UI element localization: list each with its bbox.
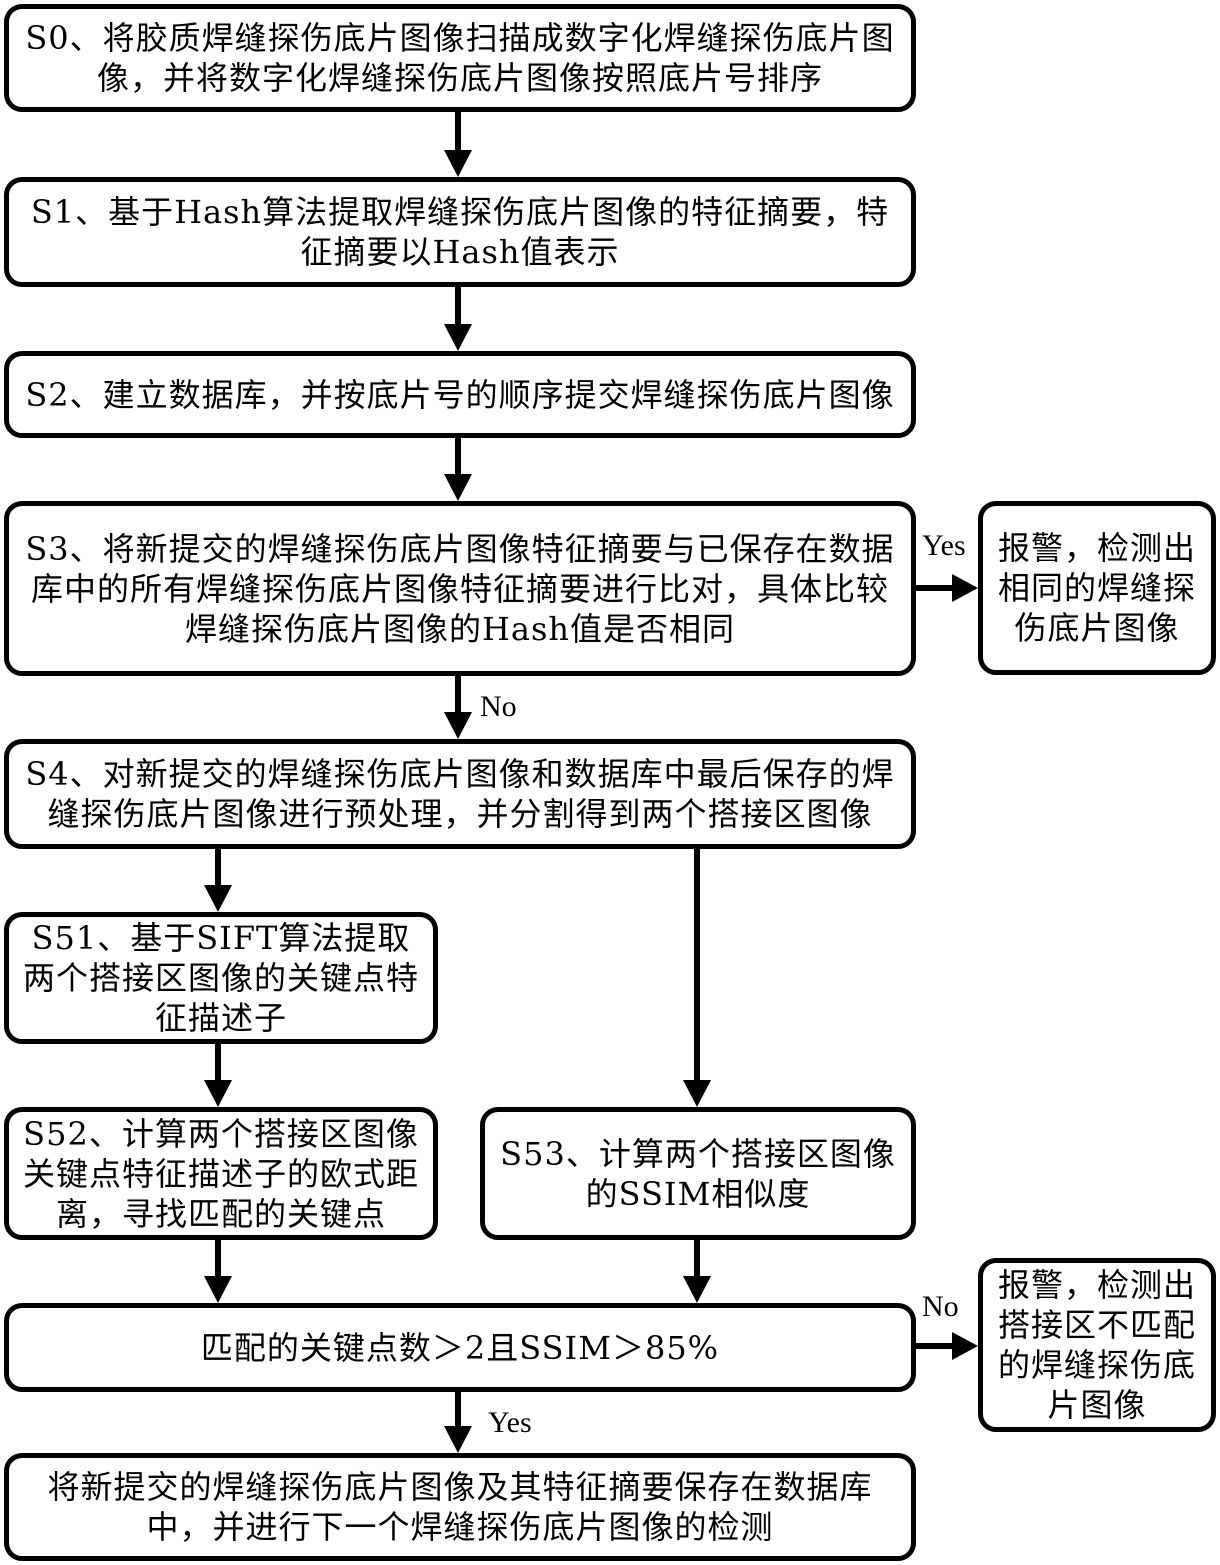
arrowhead-s0-s1: [444, 150, 472, 177]
step-s2-text: S2、建立数据库，并按底片号的顺序提交焊缝探伤底片图像: [25, 375, 894, 415]
step-s1: S1、基于Hash算法提取焊缝探伤底片图像的特征摘要，特征摘要以Hash值表示: [4, 177, 916, 287]
step-s4: S4、对新提交的焊缝探伤底片图像和数据库中最后保存的焊缝探伤底片图像进行预处理，…: [4, 739, 916, 849]
step-s3-text: S3、将新提交的焊缝探伤底片图像特征摘要与已保存在数据库中的所有焊缝探伤底片图像…: [21, 529, 899, 649]
step-s51-text: S51、基于SIFT算法提取两个搭接区图像的关键点特征描述子: [21, 918, 421, 1038]
alarm-mismatch-text: 报警，检测出搭接区不匹配的焊缝探伤底片图像: [993, 1265, 1201, 1425]
step-s4-text: S4、对新提交的焊缝探伤底片图像和数据库中最后保存的焊缝探伤底片图像进行预处理，…: [21, 754, 899, 834]
arrowhead-s51-s52: [204, 1080, 232, 1107]
step-s3: S3、将新提交的焊缝探伤底片图像特征摘要与已保存在数据库中的所有焊缝探伤底片图像…: [4, 501, 916, 676]
step-s2: S2、建立数据库，并按底片号的顺序提交焊缝探伤底片图像: [4, 351, 916, 438]
step-final: 将新提交的焊缝探伤底片图像及其特征摘要保存在数据库中，并进行下一个焊缝探伤底片图…: [4, 1453, 916, 1561]
step-s1-text: S1、基于Hash算法提取焊缝探伤底片图像的特征摘要，特征摘要以Hash值表示: [21, 192, 899, 272]
arrowhead-s2-s3: [444, 474, 472, 501]
label-decision-yes: Yes: [488, 1408, 532, 1438]
step-s53: S53、计算两个搭接区图像的SSIM相似度: [480, 1107, 916, 1240]
step-s0-text: S0、将胶质焊缝探伤底片图像扫描成数字化焊缝探伤底片图像，并将数字化焊缝探伤底片…: [21, 18, 899, 98]
arrowhead-s4-s51: [204, 885, 232, 912]
step-s53-text: S53、计算两个搭接区图像的SSIM相似度: [497, 1134, 899, 1214]
arrowhead-s3-s4: [444, 712, 472, 739]
alarm-duplicate-text: 报警，检测出相同的焊缝探伤底片图像: [993, 528, 1201, 648]
step-s0: S0、将胶质焊缝探伤底片图像扫描成数字化焊缝探伤底片图像，并将数字化焊缝探伤底片…: [4, 4, 916, 112]
alarm-duplicate: 报警，检测出相同的焊缝探伤底片图像: [978, 501, 1216, 675]
arrowhead-s52-decision: [204, 1276, 232, 1303]
arrowhead-s4-s53: [683, 1080, 711, 1107]
step-s51: S51、基于SIFT算法提取两个搭接区图像的关键点特征描述子: [4, 912, 438, 1044]
label-decision-no: No: [922, 1292, 959, 1322]
step-s52: S52、计算两个搭接区图像关键点特征描述子的欧式距离，寻找匹配的关键点: [4, 1107, 438, 1240]
label-s3-yes: Yes: [922, 531, 966, 561]
decision-match: 匹配的关键点数＞2且SSIM＞85%: [4, 1303, 916, 1392]
arrowhead-s3-alarm: [952, 574, 978, 602]
arrowhead-s1-s2: [444, 324, 472, 351]
alarm-mismatch: 报警，检测出搭接区不匹配的焊缝探伤底片图像: [978, 1258, 1216, 1432]
step-final-text: 将新提交的焊缝探伤底片图像及其特征摘要保存在数据库中，并进行下一个焊缝探伤底片图…: [21, 1467, 899, 1547]
arrowhead-s53-decision: [683, 1276, 711, 1303]
step-s52-text: S52、计算两个搭接区图像关键点特征描述子的欧式距离，寻找匹配的关键点: [21, 1114, 421, 1234]
arrowhead-decision-alarm: [952, 1332, 978, 1360]
arrowhead-decision-final: [444, 1426, 472, 1453]
decision-match-text: 匹配的关键点数＞2且SSIM＞85%: [201, 1328, 719, 1368]
label-s3-no: No: [480, 692, 517, 722]
